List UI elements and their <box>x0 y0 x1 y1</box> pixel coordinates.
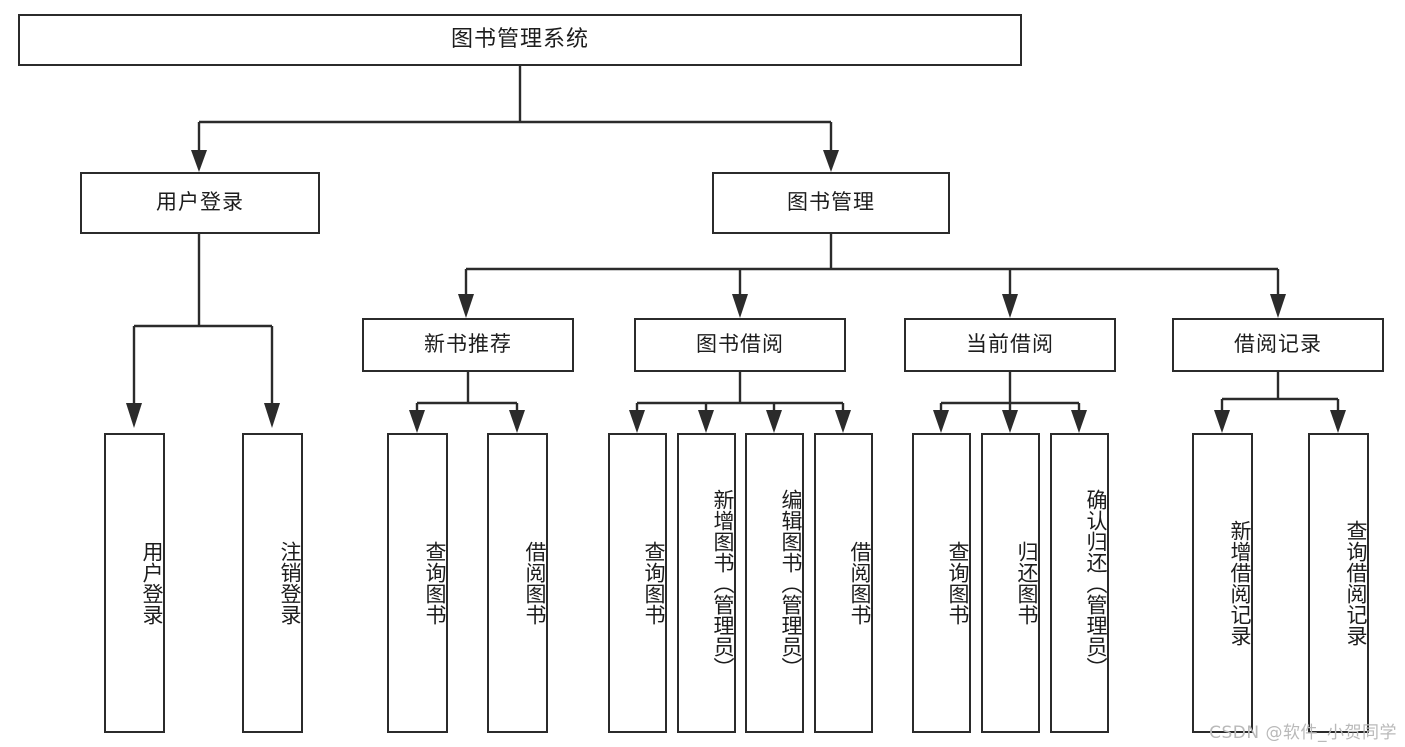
node-new-book-recommend[interactable]: 新书推荐 <box>362 318 574 372</box>
node-label: 借阅图书 <box>523 541 547 625</box>
node-label: 当前借阅 <box>966 332 1054 357</box>
arrow-head-login-c1 <box>126 403 142 428</box>
arrow-head-bm-c3 <box>1002 294 1018 318</box>
node-user-login[interactable]: 用户登录 <box>80 172 320 234</box>
arrow-head-cb-c1 <box>933 410 949 433</box>
node-label: 图书管理系统 <box>450 26 589 52</box>
arrow-head-bm-c2 <box>732 294 748 318</box>
node-label: 查询借阅记录 <box>1344 520 1368 646</box>
node-label: 新书推荐 <box>424 332 512 357</box>
node-label: 用户登录 <box>140 541 164 625</box>
node-label: 用户登录 <box>156 190 244 215</box>
node-borrow-record[interactable]: 借阅记录 <box>1172 318 1384 372</box>
node-label: 编辑图书（管理员） <box>779 488 803 678</box>
leaf-borrow-record-add[interactable]: 新增借阅记录 <box>1192 433 1253 733</box>
arrow-head-login <box>191 150 207 172</box>
node-root-system[interactable]: 图书管理系统 <box>18 14 1022 66</box>
node-book-borrow[interactable]: 图书借阅 <box>634 318 846 372</box>
node-label: 注销登录 <box>278 541 302 625</box>
arrow-head-bb-c1 <box>629 410 645 433</box>
leaf-new-book-query[interactable]: 查询图书 <box>387 433 448 733</box>
node-label: 借阅图书 <box>848 541 872 625</box>
arrow-head-bookmgmt <box>823 150 839 172</box>
node-label: 新增借阅记录 <box>1228 520 1252 646</box>
arrow-head-bm-c4 <box>1270 294 1286 318</box>
node-label: 借阅记录 <box>1234 332 1322 357</box>
arrow-head-nb-c2 <box>509 410 525 433</box>
leaf-book-borrow-borrow[interactable]: 借阅图书 <box>814 433 873 733</box>
node-book-management[interactable]: 图书管理 <box>712 172 950 234</box>
arrow-head-cb-c2 <box>1002 410 1018 433</box>
arrow-head-br-c1 <box>1214 410 1230 433</box>
arrow-head-nb-c1 <box>409 410 425 433</box>
arrow-head-bm-c1 <box>458 294 474 318</box>
leaf-borrow-record-query[interactable]: 查询借阅记录 <box>1308 433 1369 733</box>
csdn-watermark: CSDN @软件_小贺同学 <box>1209 723 1397 743</box>
leaf-new-book-borrow[interactable]: 借阅图书 <box>487 433 548 733</box>
leaf-book-borrow-edit[interactable]: 编辑图书（管理员） <box>745 433 804 733</box>
leaf-user-login-login[interactable]: 用户登录 <box>104 433 165 733</box>
leaf-book-borrow-query[interactable]: 查询图书 <box>608 433 667 733</box>
arrow-head-bb-c4 <box>835 410 851 433</box>
arrow-head-br-c2 <box>1330 410 1346 433</box>
leaf-book-borrow-add[interactable]: 新增图书（管理员） <box>677 433 736 733</box>
arrow-head-login-c2 <box>264 403 280 428</box>
node-label: 图书借阅 <box>696 332 784 357</box>
node-label: 归还图书 <box>1015 541 1039 625</box>
arrow-head-bb-c2 <box>698 410 714 433</box>
node-label: 查询图书 <box>423 541 447 625</box>
leaf-current-borrow-return[interactable]: 归还图书 <box>981 433 1040 733</box>
leaf-user-login-logout[interactable]: 注销登录 <box>242 433 303 733</box>
leaf-current-borrow-confirm-return[interactable]: 确认归还（管理员） <box>1050 433 1109 733</box>
node-label: 新增图书（管理员） <box>711 488 735 678</box>
node-current-borrow[interactable]: 当前借阅 <box>904 318 1116 372</box>
leaf-current-borrow-query[interactable]: 查询图书 <box>912 433 971 733</box>
arrow-head-cb-c3 <box>1071 410 1087 433</box>
node-label: 查询图书 <box>946 541 970 625</box>
node-label: 图书管理 <box>787 190 875 215</box>
node-label: 确认归还（管理员） <box>1084 488 1108 678</box>
node-label: 查询图书 <box>642 541 666 625</box>
arrow-head-bb-c3 <box>766 410 782 433</box>
